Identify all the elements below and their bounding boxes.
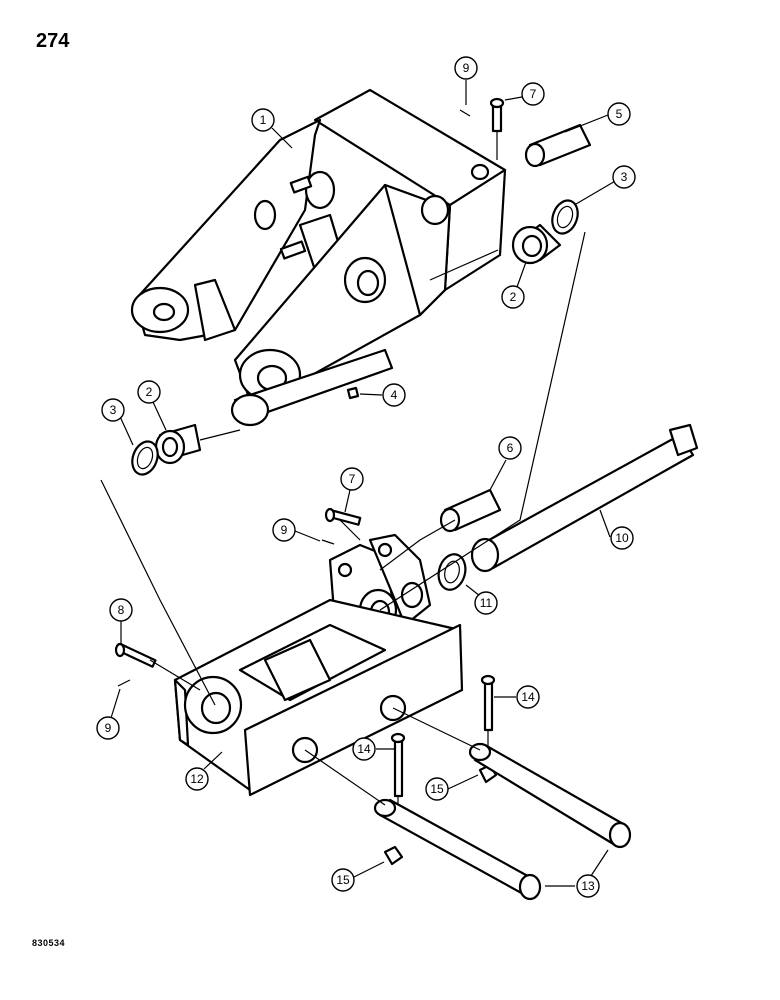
callout-circle	[382, 383, 406, 407]
callout-circle	[137, 380, 161, 404]
part-7-bolt-lower	[324, 507, 362, 526]
callout-label: 9	[463, 61, 470, 75]
callout-10: 10	[610, 526, 634, 550]
assembly-lines	[100, 132, 586, 806]
part-5-pin	[524, 123, 592, 168]
callout-label: 9	[105, 721, 112, 735]
callout-label: 12	[190, 772, 204, 786]
callout-circle	[425, 777, 449, 801]
callout-2: 2	[137, 380, 161, 404]
part-1-frame	[130, 88, 507, 427]
callout-5: 5	[607, 102, 631, 126]
callout-label: 9	[281, 523, 288, 537]
callout-8: 8	[109, 598, 133, 622]
callout-14: 14	[352, 737, 376, 761]
callout-6: 6	[498, 436, 522, 460]
callout-circle	[331, 868, 355, 892]
part-8-bolt	[114, 642, 157, 668]
callout-label: 7	[530, 87, 537, 101]
callout-circle	[521, 82, 545, 106]
callout-9: 9	[96, 716, 120, 740]
drawing-code: 830534	[32, 938, 66, 948]
part-6-pin	[439, 488, 502, 533]
callout-circle	[576, 874, 600, 898]
part-15-nut-left	[383, 845, 404, 866]
callout-label: 6	[507, 441, 514, 455]
part-9-cotter-lower	[117, 679, 131, 687]
part-2-bushing-upper	[511, 223, 562, 265]
callout-3: 3	[101, 398, 125, 422]
callout-15: 15	[425, 777, 449, 801]
callout-circle	[474, 591, 498, 615]
callout-circle	[607, 102, 631, 126]
callout-label: 15	[430, 782, 444, 796]
callout-1: 1	[251, 108, 275, 132]
callout-label: 8	[118, 603, 125, 617]
part-2-bushing-left	[154, 423, 202, 465]
callout-4: 4	[382, 383, 406, 407]
callout-circle	[101, 398, 125, 422]
callout-label: 2	[146, 385, 153, 399]
callout-circle	[498, 436, 522, 460]
callout-circle	[612, 165, 636, 189]
part-11-washer	[437, 553, 467, 591]
callout-circle	[516, 685, 540, 709]
part-7-bolt-upper	[489, 97, 505, 133]
callout-7: 7	[521, 82, 545, 106]
callouts: 1 9 7 5 3 2 2 3 4 6 7 9 10 11 8 9 12 14 14 15 15 13	[96, 56, 636, 898]
callout-label: 14	[357, 742, 371, 756]
callout-label: 15	[336, 873, 350, 887]
callout-2: 2	[501, 285, 525, 309]
part-13-pin-left	[373, 798, 542, 901]
callout-circle	[251, 108, 275, 132]
part-14-bolt-left	[390, 732, 406, 798]
callout-label: 4	[391, 388, 398, 402]
callout-circle	[352, 737, 376, 761]
part-13-pin-right	[468, 742, 632, 849]
callout-label: 7	[349, 472, 356, 486]
callout-circle	[109, 598, 133, 622]
callout-circle	[610, 526, 634, 550]
callout-circle	[454, 56, 478, 80]
callout-circle	[272, 518, 296, 542]
part-4-grease-fitting	[346, 386, 360, 400]
callout-11: 11	[474, 591, 498, 615]
callout-circle	[96, 716, 120, 740]
part-10-long-pin	[470, 423, 699, 573]
callout-3: 3	[612, 165, 636, 189]
callout-leaders	[110, 80, 618, 887]
callout-label: 13	[581, 879, 595, 893]
callout-9: 9	[454, 56, 478, 80]
part-14-bolt-right	[480, 674, 496, 732]
callout-7: 7	[340, 467, 364, 491]
callout-label: 14	[521, 690, 535, 704]
callout-label: 10	[615, 531, 629, 545]
part-3-seal-upper	[551, 199, 579, 235]
callout-14: 14	[516, 685, 540, 709]
callout-circle	[340, 467, 364, 491]
callout-label: 5	[616, 107, 623, 121]
callout-15: 15	[331, 868, 355, 892]
callout-circle	[185, 767, 209, 791]
part-9-cotter-upper	[459, 109, 471, 117]
callout-circle	[501, 285, 525, 309]
callout-label: 3	[621, 170, 628, 184]
part-3-seal-left	[131, 440, 159, 476]
callout-label: 11	[480, 596, 493, 610]
callout-label: 3	[110, 403, 117, 417]
callout-9: 9	[272, 518, 296, 542]
callout-label: 2	[510, 290, 517, 304]
part-9-cotter-mid	[321, 539, 335, 545]
callout-12: 12	[185, 767, 209, 791]
callout-label: 1	[260, 113, 267, 127]
page-number: 274	[36, 30, 70, 52]
callout-13: 13	[576, 874, 600, 898]
